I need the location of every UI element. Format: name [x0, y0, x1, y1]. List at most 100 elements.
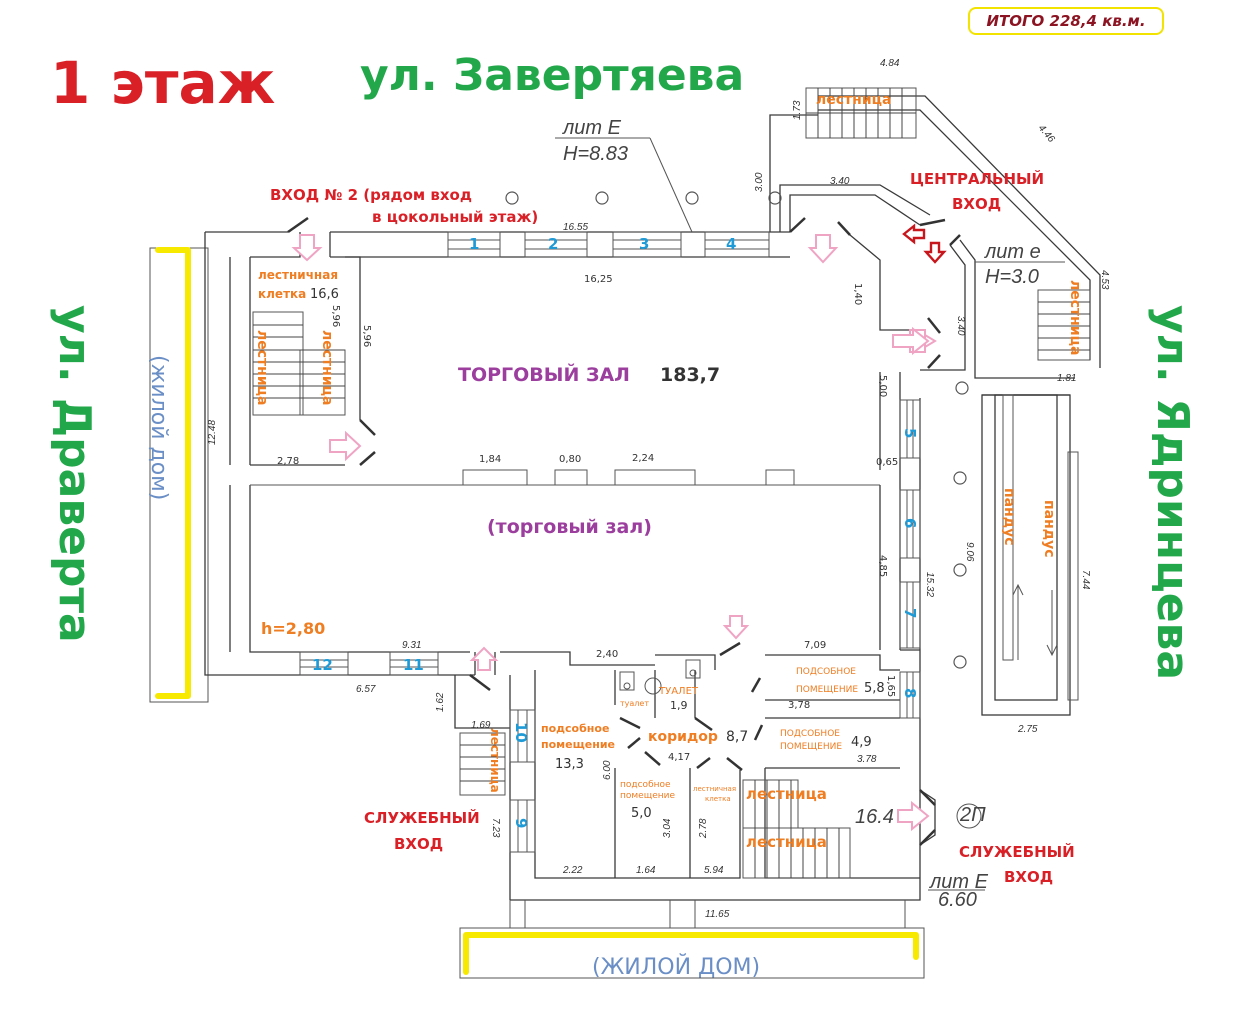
- svg-text:2.22: 2.22: [562, 865, 583, 876]
- floor-title: 1 этаж: [50, 49, 275, 117]
- svg-text:9.06: 9.06: [964, 542, 975, 562]
- window-12: 12: [312, 656, 333, 674]
- counters: [462, 469, 795, 486]
- street-top: ул. Завертяева: [360, 50, 744, 101]
- entrance-arrow-left-icon: [897, 800, 930, 832]
- central-arrow-down-icon: [923, 241, 947, 264]
- entrance-arrow-down-icon: [291, 234, 323, 262]
- street-left: ул. Драверта: [49, 305, 100, 643]
- utility-58-label2: ПОМЕЩЕНИЕ: [796, 685, 858, 695]
- utility-13-area: 13,3: [555, 757, 584, 772]
- svg-text:4,17: 4,17: [668, 752, 690, 763]
- stairs-label: лестница: [1067, 280, 1083, 355]
- svg-text:9.31: 9.31: [402, 640, 421, 651]
- svg-text:1,84: 1,84: [479, 454, 501, 465]
- stairs-label: лестница: [746, 833, 827, 851]
- toilet-area: 1,9: [670, 699, 688, 712]
- entrance-arrow-down-icon: [807, 234, 839, 264]
- ramp-arrows: [1012, 583, 1058, 660]
- window-10: 10: [512, 722, 530, 743]
- svg-text:11.65: 11.65: [705, 909, 730, 920]
- svg-text:0,80: 0,80: [559, 454, 581, 465]
- stairs-label: лестница: [488, 728, 502, 793]
- window-5: 5: [901, 428, 919, 438]
- utility-50-label: подсобное: [620, 780, 671, 790]
- entrance-arrow-up-icon: [469, 646, 499, 671]
- svg-text:1,65: 1,65: [885, 675, 896, 697]
- stairs-sw: [459, 732, 506, 796]
- svg-text:12.48: 12.48: [207, 420, 218, 445]
- neighbor-left-marker: [155, 247, 191, 699]
- svg-text:1.81: 1.81: [1057, 373, 1076, 384]
- stairs-label: лестница: [816, 92, 891, 108]
- svg-text:лит E: лит E: [562, 117, 622, 139]
- stairs-label: лестница: [746, 785, 827, 803]
- window-2: 2: [548, 235, 558, 253]
- window-4: 4: [726, 235, 736, 253]
- total-area-badge: ИТОГО 228,4 кв.м.: [968, 7, 1164, 35]
- sales-hall-sublabel: (торговый зал): [487, 516, 652, 538]
- stairs-ne-top: [805, 87, 917, 139]
- stairwell-s-label: лестничная: [693, 785, 736, 793]
- corridor-area: 8,7: [726, 729, 748, 745]
- svg-text:1.73: 1.73: [792, 100, 803, 120]
- svg-text:3.78: 3.78: [857, 754, 877, 765]
- svg-text:0,65: 0,65: [876, 457, 898, 468]
- svg-text:2,24: 2,24: [632, 453, 654, 464]
- entrance2-label: ВХОД № 2 (рядом вход: [270, 186, 472, 204]
- entrance-arrow-right-icon: [329, 430, 362, 462]
- utility-58-area: 5,8: [864, 681, 885, 696]
- stairwell-nw-area: 16,6: [310, 287, 339, 302]
- svg-text:лит Е: лит Е: [929, 871, 989, 893]
- svg-text:15.32: 15.32: [924, 572, 935, 597]
- utility-50-label2: помещение: [620, 791, 675, 801]
- toilet-fixtures: [619, 659, 701, 695]
- toilet-label-small: туалет: [620, 699, 649, 708]
- svg-text:5,00: 5,00: [877, 375, 888, 397]
- entrance2-label-line2: в цокольный этаж): [372, 208, 538, 226]
- neighbor-bottom-marker: [463, 932, 919, 975]
- svg-text:3.00: 3.00: [754, 172, 765, 192]
- svg-text:2,40: 2,40: [596, 649, 618, 660]
- stairwell-nw-label: лестничная: [258, 268, 338, 282]
- svg-text:5.94: 5.94: [704, 865, 724, 876]
- neighbor-bottom-label: (ЖИЛОЙ ДОМ): [592, 954, 760, 980]
- svg-text:4.53: 4.53: [1099, 270, 1110, 290]
- neighbor-left-label: (жилой дом): [146, 355, 171, 500]
- window-3: 3: [639, 235, 649, 253]
- stairs-label: лестница: [319, 330, 335, 405]
- ramp-label: пандус: [1001, 488, 1017, 546]
- mark-circle-label: 2П: [959, 804, 986, 826]
- sales-hall-area: 183,7: [660, 364, 720, 386]
- lit-label-top: лит E H=8.83: [555, 117, 693, 233]
- svg-text:6.00: 6.00: [602, 760, 613, 780]
- svg-text:3.40: 3.40: [830, 176, 850, 187]
- svg-text:3.04: 3.04: [662, 818, 673, 838]
- utility-49-label2: ПОМЕЩЕНИЕ: [780, 742, 842, 752]
- stairs-label: лестница: [254, 330, 270, 405]
- svg-text:3.40: 3.40: [955, 316, 966, 336]
- entrance-arrow-left-icon: [892, 326, 930, 356]
- service-entrance-left-label: СЛУЖЕБНЫЙ: [364, 808, 480, 827]
- window-frames: [299, 231, 921, 853]
- svg-text:1.62: 1.62: [435, 692, 446, 712]
- utility-13-label2: помещение: [541, 738, 615, 751]
- svg-text:6.57: 6.57: [356, 684, 376, 695]
- svg-text:7,09: 7,09: [804, 640, 826, 651]
- lit-label-right: лит е H=3.0: [975, 241, 1065, 288]
- utility-49-area: 4,9: [851, 735, 872, 750]
- stairs-nw: [252, 311, 346, 416]
- street-right: ул. Ядринцева: [1147, 305, 1198, 680]
- window-6: 6: [901, 518, 919, 528]
- utility-50-area: 5,0: [631, 806, 652, 821]
- dimensions: 4.84 1.73 4.46 3.00 3.40 16.55 16,25 1,4…: [207, 58, 1110, 920]
- ceiling-height: h=2,80: [261, 619, 325, 638]
- svg-text:H=8.83: H=8.83: [563, 143, 628, 165]
- svg-text:3,78: 3,78: [788, 700, 810, 711]
- utility-13-label: подсобное: [541, 722, 609, 735]
- stairwell-nw-label2: клетка: [258, 287, 306, 301]
- sales-hall-label: ТОРГОВЫЙ ЗАЛ: [458, 363, 630, 386]
- svg-text:2.75: 2.75: [1017, 724, 1038, 735]
- doors: [287, 216, 961, 846]
